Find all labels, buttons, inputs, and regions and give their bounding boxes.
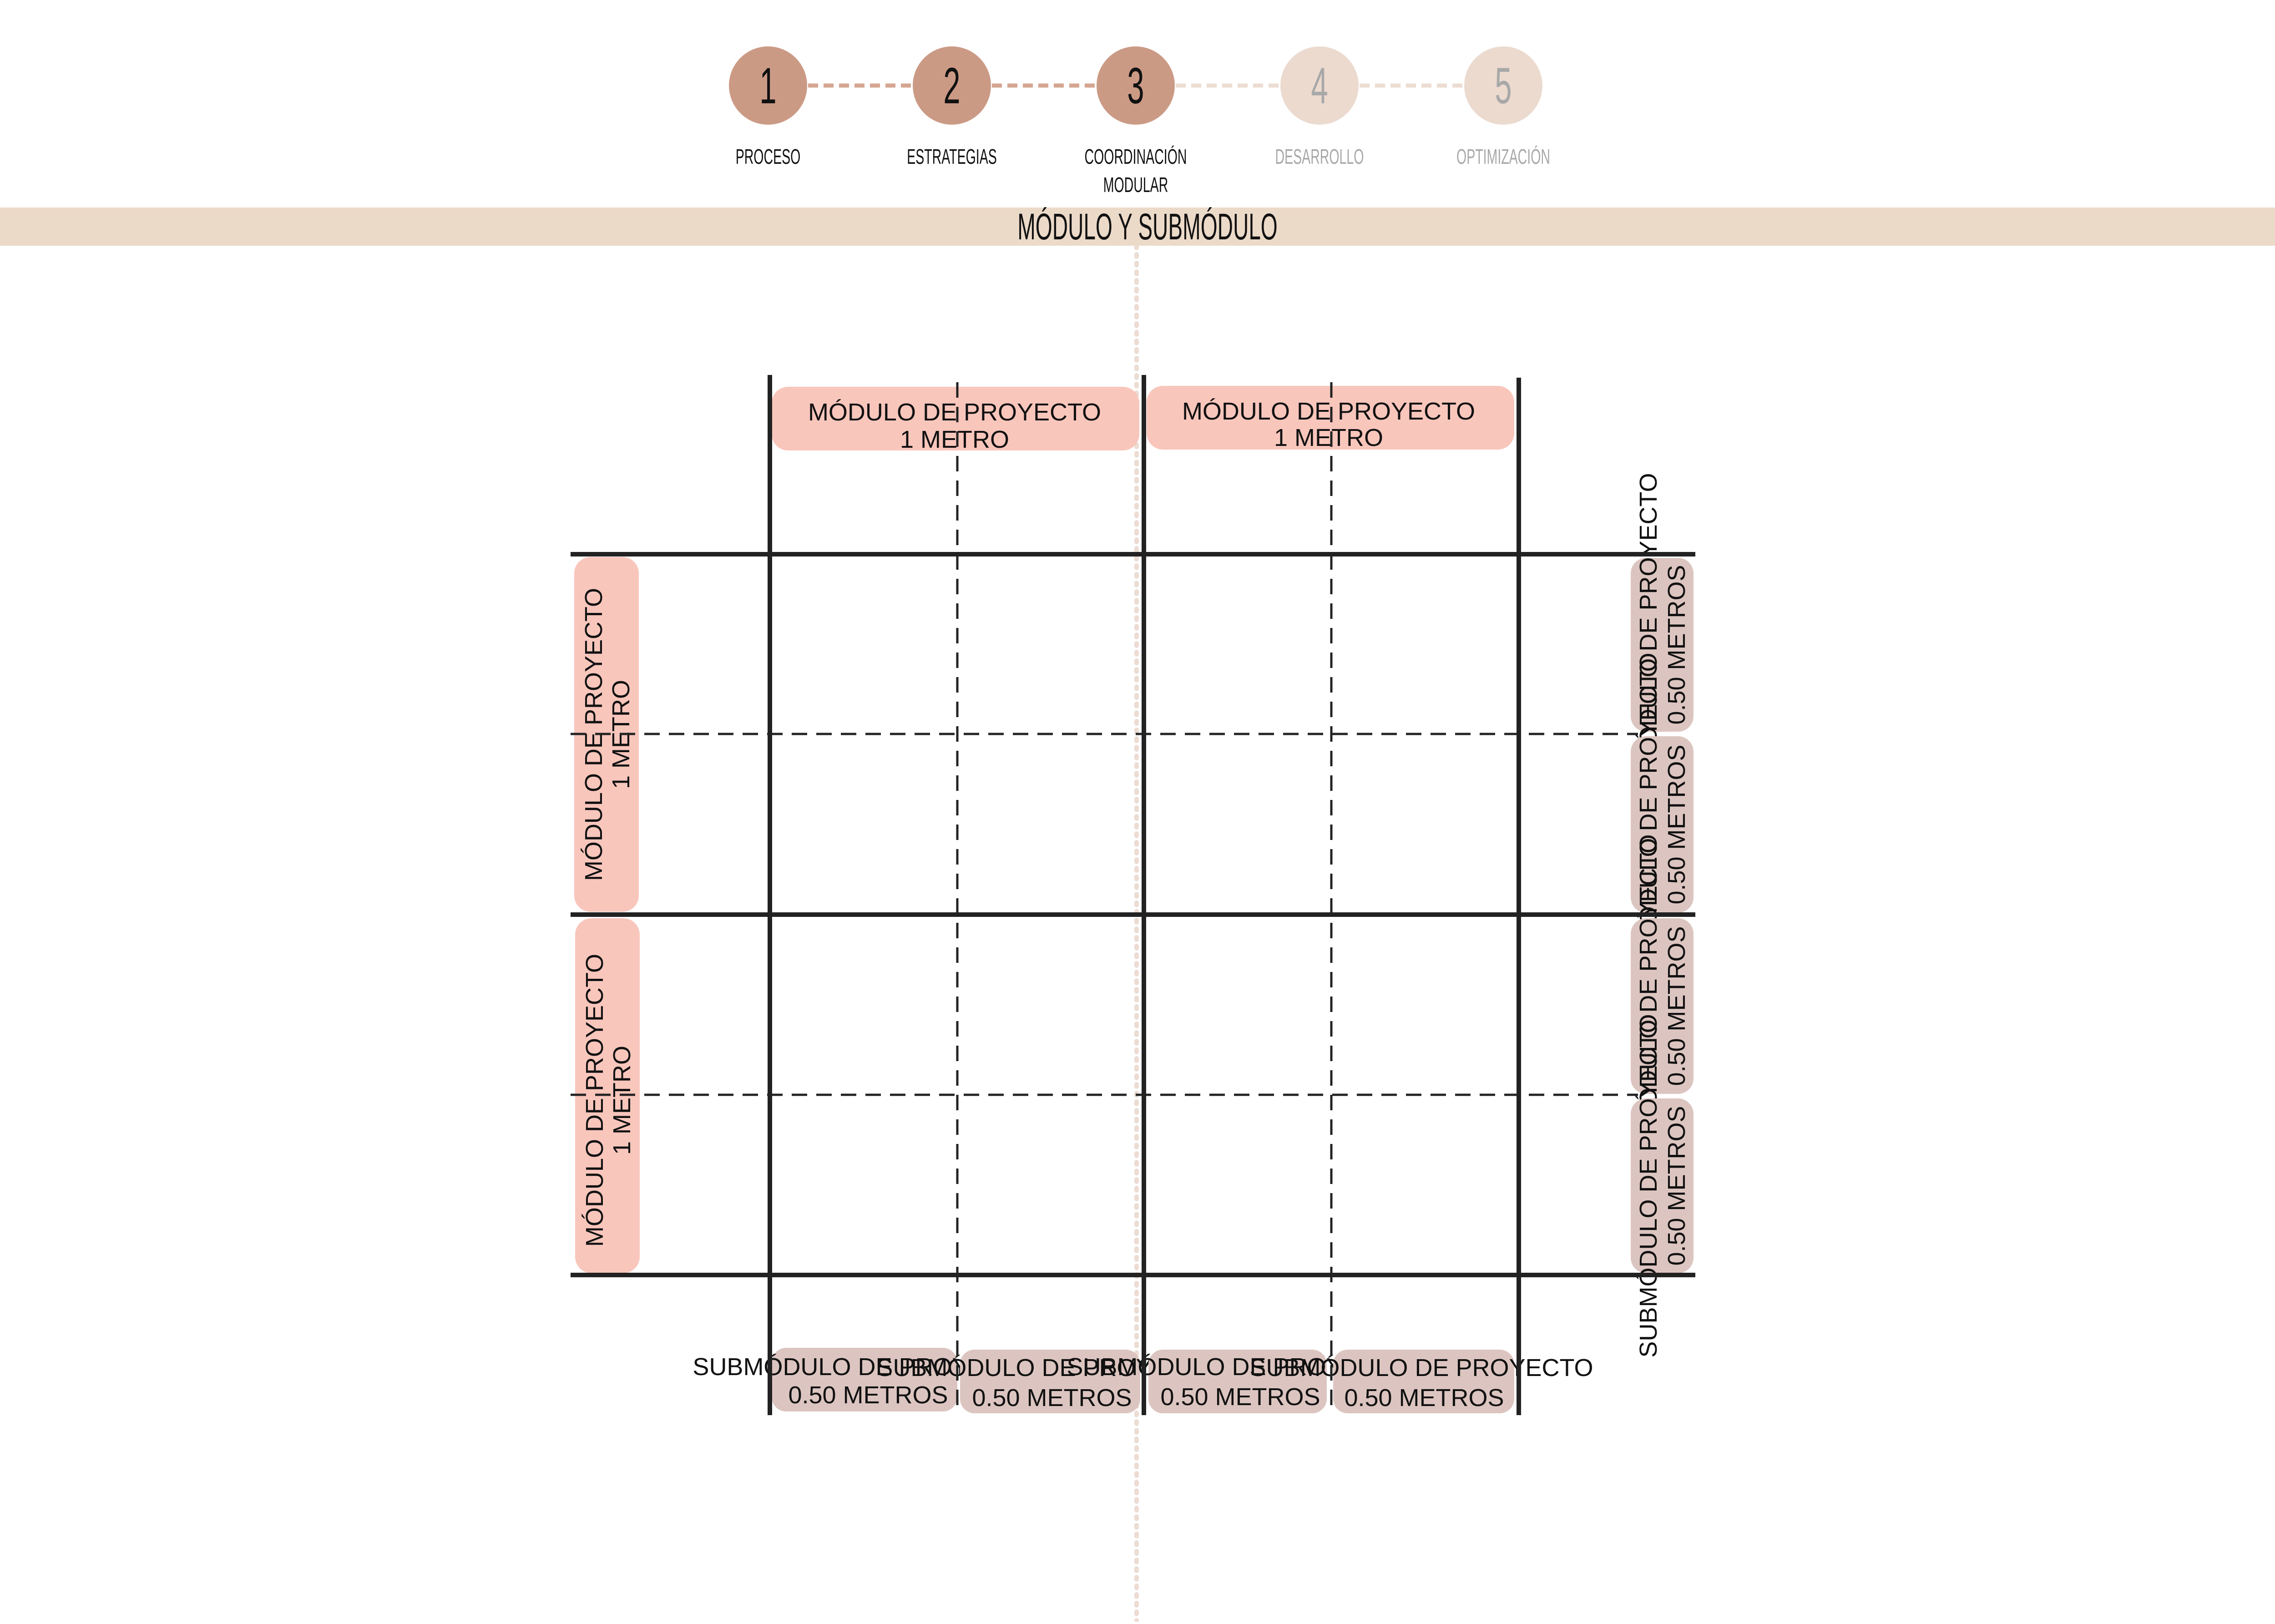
submodule-tag-size: 0.50 METROS (1663, 1106, 1690, 1265)
step-5-circle (1464, 46, 1542, 125)
module-tag-title: MÓDULO DE PROYECTO (808, 399, 1101, 426)
submodule-tag-title: SUBMÓDULO DE PROYECTO (1249, 1354, 1593, 1381)
submodule-tag-size: 0.50 METROS (788, 1381, 948, 1409)
submodule-tag-background (1631, 918, 1694, 1094)
step-5-number: 5 (1495, 57, 1512, 114)
step-2-label: ESTRATEGIAS (907, 145, 997, 169)
module-tag: MÓDULO DE PROYECTO 1 METRO (772, 387, 1139, 453)
submodule-tag-background (960, 1350, 1140, 1413)
step-3[interactable]: 3 COORDINACIÓN MODULAR (1085, 46, 1187, 197)
section-banner: MÓDULO Y SUBMÓDULO (0, 206, 2275, 248)
submodule-tag: SUBMÓDULO DE PROYECTO 0.50 METROS (1631, 1014, 1694, 1358)
step-3-label-line2: MODULAR (1103, 173, 1168, 197)
submodule-tag-background (1148, 1350, 1327, 1413)
step-2-circle (913, 46, 991, 125)
submodule-tag-background (1333, 1350, 1514, 1413)
step-5-label: OPTIMIZACIÓN (1456, 145, 1550, 169)
step-4-label: DESARROLLO (1275, 145, 1364, 169)
submodule-tag-title: SUBMÓDULO DE PROYECTO (1635, 1014, 1662, 1357)
step-4-number: 4 (1311, 57, 1328, 114)
step-3-label: COORDINACIÓN (1085, 145, 1187, 169)
step-3-circle (1097, 46, 1175, 125)
step-4[interactable]: 4 DESARROLLO (1275, 46, 1364, 169)
step-2-number: 2 (943, 57, 960, 114)
step-4-circle (1280, 46, 1359, 125)
submodule-tags-bottom: SUBMÓDULO DE PROYECTO 0.50 METROS SUBMÓD… (693, 1348, 1593, 1413)
submodule-tag-size: 0.50 METROS (1663, 565, 1690, 724)
submodule-tag: SUBMÓDULO DE PROYECTO 0.50 METROS (1631, 473, 1694, 817)
submodule-tag-background (1631, 558, 1694, 732)
module-tag-title: MÓDULO DE PROYECTO (1182, 398, 1475, 425)
step-1[interactable]: 1 PROCESO (729, 46, 807, 169)
module-tag-background (772, 387, 1139, 450)
module-tag-size: 1 METRO (608, 1046, 636, 1155)
section-banner-background (0, 207, 2275, 246)
submodule-tag-size: 0.50 METROS (1663, 926, 1690, 1086)
submodule-tag-size: 0.50 METROS (1344, 1384, 1504, 1412)
modular-grid (571, 375, 1695, 1415)
submodule-tag-size: 0.50 METROS (1663, 744, 1690, 904)
submodule-tag-background (1631, 1098, 1694, 1273)
step-1-number: 1 (759, 57, 776, 114)
step-3-number: 3 (1127, 57, 1144, 114)
submodule-tag-background (1631, 736, 1694, 913)
section-title: MÓDULO Y SUBMÓDULO (1017, 206, 1278, 248)
submodule-tag: SUBMÓDULO DE PROYECTO 0.50 METROS (1249, 1350, 1593, 1413)
submodule-tag-size: 0.50 METROS (1160, 1383, 1320, 1411)
progress-stepper: 1 PROCESO 2 ESTRATEGIAS 3 COORDINACIÓN M… (729, 46, 1550, 197)
step-2[interactable]: 2 ESTRATEGIAS (907, 46, 997, 169)
submodule-tag-background (772, 1348, 957, 1412)
step-5[interactable]: 5 OPTIMIZACIÓN (1456, 46, 1550, 169)
module-tags-top: MÓDULO DE PROYECTO 1 METRO MÓDULO DE PRO… (772, 386, 1514, 453)
module-tag-title: MÓDULO DE PROYECTO (581, 954, 608, 1247)
step-1-label: PROCESO (736, 145, 801, 169)
step-1-circle (729, 46, 807, 125)
module-tag-size: 1 METRO (1274, 424, 1383, 451)
submodule-tag-size: 0.50 METROS (972, 1384, 1132, 1412)
submodule-tags-right: SUBMÓDULO DE PROYECTO 0.50 METROS SUBMÓD… (1631, 473, 1694, 1358)
module-tag-size: 1 METRO (900, 426, 1009, 453)
